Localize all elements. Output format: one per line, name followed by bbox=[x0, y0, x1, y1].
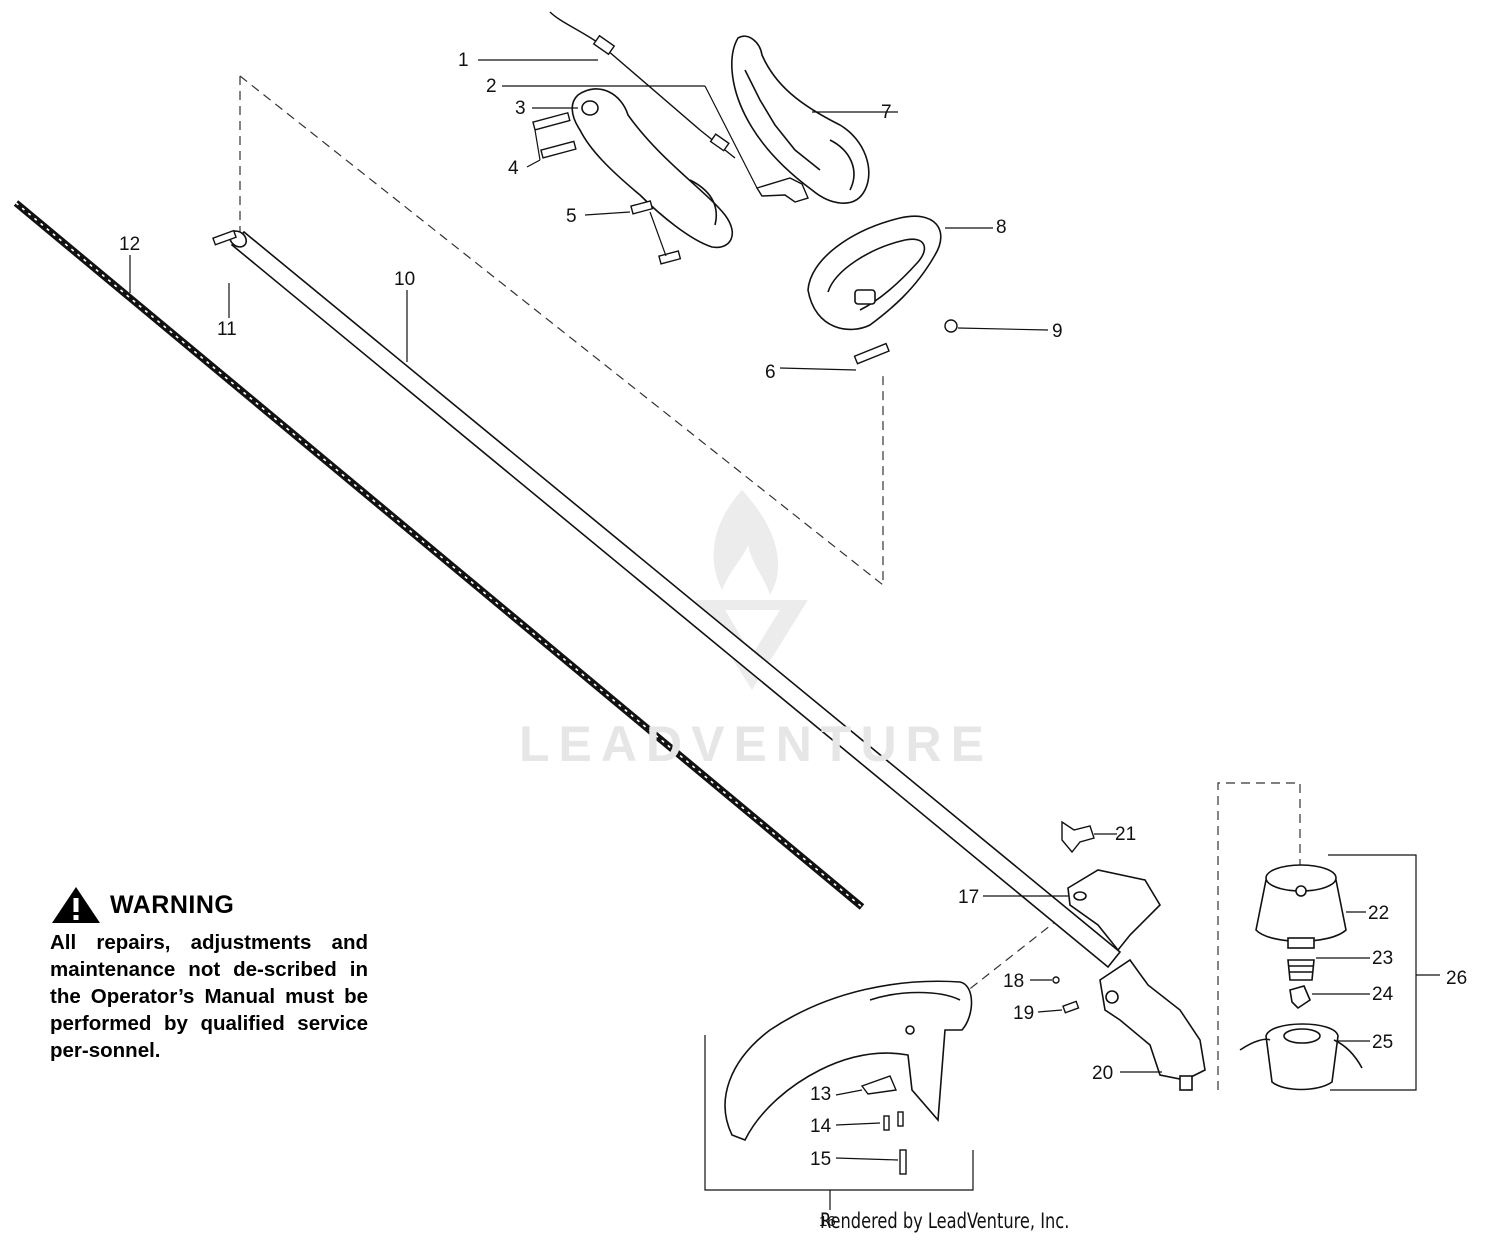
drive-tube-part-10 bbox=[228, 230, 1122, 969]
dashed-guides bbox=[239, 75, 1301, 1090]
warning-notice: WARNING All repairs, adjustments and mai… bbox=[50, 885, 368, 1064]
wing-nut-part-21 bbox=[1061, 820, 1095, 854]
line-cutter-blade-part-13 bbox=[860, 1075, 898, 1095]
warning-body: All repairs, adjustments and maintenance… bbox=[50, 931, 368, 1062]
callout-labels: 1 2 3 4 5 6 7 8 9 10 11 12 13 14 15 16 1… bbox=[119, 50, 1467, 1230]
callout-14: 14 bbox=[810, 1116, 832, 1137]
callout-16: 16 bbox=[819, 1213, 836, 1230]
clamp-bracket-part-17 bbox=[1067, 869, 1162, 952]
callout-9: 9 bbox=[1052, 321, 1063, 342]
callout-13: 13 bbox=[810, 1084, 831, 1105]
callout-19: 19 bbox=[1013, 1003, 1034, 1024]
warning-title: WARNING bbox=[110, 890, 235, 919]
callout-25: 25 bbox=[1372, 1032, 1393, 1053]
callout-11: 11 bbox=[217, 319, 237, 340]
trigger-part-2 bbox=[755, 177, 809, 203]
warning-triangle-icon bbox=[52, 887, 100, 923]
warning-header: WARNING bbox=[50, 885, 368, 925]
callout-2: 2 bbox=[486, 76, 497, 97]
leader-lines bbox=[129, 59, 1440, 1210]
callout-21: 21 bbox=[1115, 824, 1136, 845]
callout-6: 6 bbox=[765, 362, 776, 383]
throttle-cable-part-1 bbox=[549, 11, 736, 159]
callout-26: 26 bbox=[1446, 968, 1467, 989]
callout-18: 18 bbox=[1003, 971, 1024, 992]
screws bbox=[212, 111, 1080, 1175]
callout-24: 24 bbox=[1372, 984, 1394, 1005]
callout-22: 22 bbox=[1368, 903, 1389, 924]
callout-8: 8 bbox=[996, 217, 1007, 238]
callout-5: 5 bbox=[566, 206, 577, 227]
callout-7: 7 bbox=[881, 102, 892, 123]
gear-head-part-20 bbox=[1099, 958, 1206, 1091]
flex-shaft-part-12 bbox=[13, 200, 865, 910]
watermark-logo-icon bbox=[695, 490, 808, 690]
callout-23: 23 bbox=[1372, 948, 1393, 969]
grass-shield-part-16 bbox=[724, 980, 973, 1142]
hand-guard-part-8 bbox=[807, 215, 942, 331]
trimmer-head-parts bbox=[1239, 864, 1363, 1091]
callout-12: 12 bbox=[119, 234, 140, 255]
callout-4: 4 bbox=[508, 158, 519, 179]
watermark-text: LEADVENTURE bbox=[518, 716, 994, 772]
handle-housing-part-3 bbox=[571, 88, 734, 249]
handle-housing-part-7 bbox=[731, 35, 870, 204]
callout-3: 3 bbox=[515, 98, 526, 119]
callout-15: 15 bbox=[810, 1149, 831, 1170]
footer-credit: Rendered by LeadVenture, Inc. bbox=[820, 1209, 1070, 1233]
callout-17: 17 bbox=[958, 887, 979, 908]
callout-20: 20 bbox=[1092, 1063, 1113, 1084]
callout-10: 10 bbox=[394, 269, 415, 290]
callout-1: 1 bbox=[458, 50, 469, 71]
